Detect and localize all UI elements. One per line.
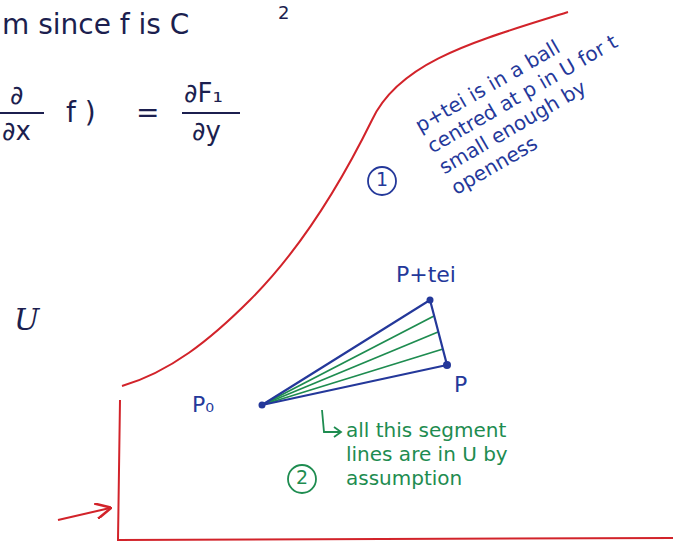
note-text: m since f is C — [2, 8, 189, 42]
point-label: P+tei — [396, 262, 456, 288]
segment-line — [262, 332, 438, 405]
region-boundary — [118, 400, 673, 540]
annotation: all this segment lines are in U by assum… — [346, 418, 516, 490]
superscript: 2 — [278, 2, 289, 24]
triangle — [262, 300, 447, 405]
annotation: p+tei is in a ball centred at p in U for… — [411, 6, 650, 199]
segment-line — [262, 349, 443, 405]
fraction-bar — [182, 112, 240, 114]
math-symbol: ∂y — [192, 116, 221, 147]
point — [427, 297, 434, 304]
math-symbol: f ) — [66, 96, 96, 130]
fraction-bar — [0, 112, 44, 114]
point-label: P — [454, 372, 467, 398]
point — [443, 361, 451, 369]
callout-number: 1 — [372, 168, 392, 191]
math-symbol: ∂x — [2, 116, 31, 147]
callout-number: 2 — [292, 466, 312, 489]
point — [259, 402, 266, 409]
set-name: U — [14, 302, 39, 338]
math-symbol: ∂F₁ — [184, 78, 223, 109]
math-symbol: = — [136, 96, 159, 130]
callout-circle — [368, 167, 396, 195]
math-symbol: ∂ — [10, 80, 23, 111]
pointer-arrow — [58, 508, 110, 520]
hook-arrow — [334, 427, 341, 437]
callout-circle — [288, 465, 316, 493]
point-label: P₀ — [192, 392, 214, 418]
